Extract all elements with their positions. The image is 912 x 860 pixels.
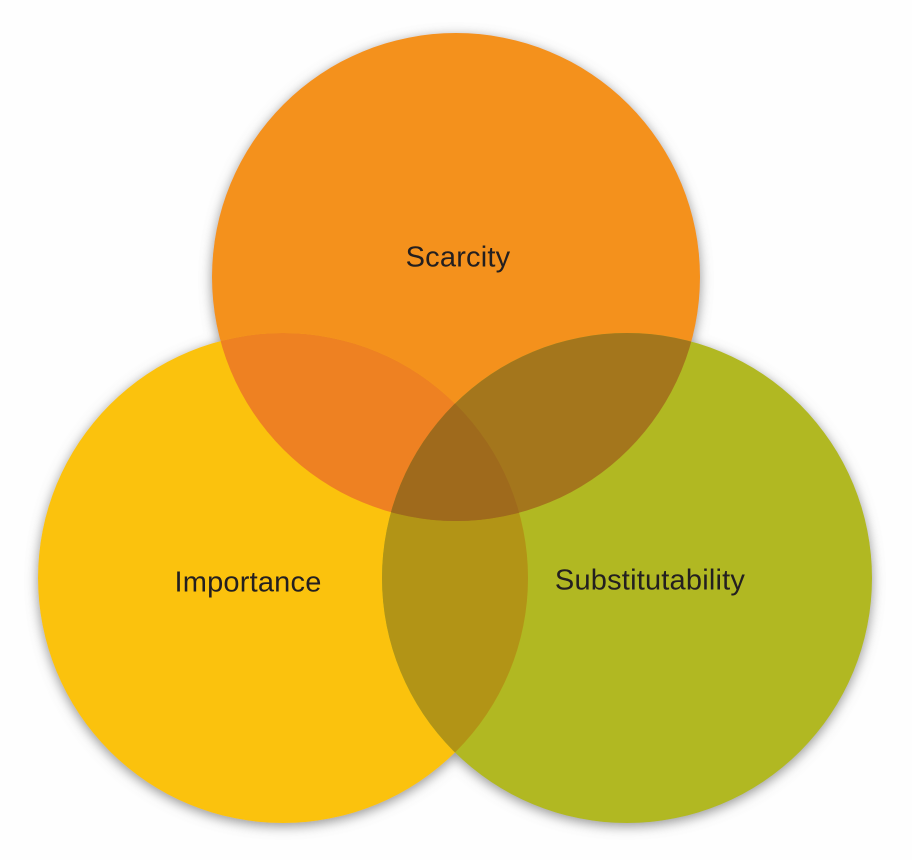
scarcity-substitutability-overlap (382, 333, 700, 521)
substitutability-label: Substitutability (554, 564, 746, 597)
importance-label: Importance (174, 566, 322, 599)
scarcity-importance-overlap (212, 333, 528, 521)
scarcity-label: Scarcity (405, 241, 511, 274)
